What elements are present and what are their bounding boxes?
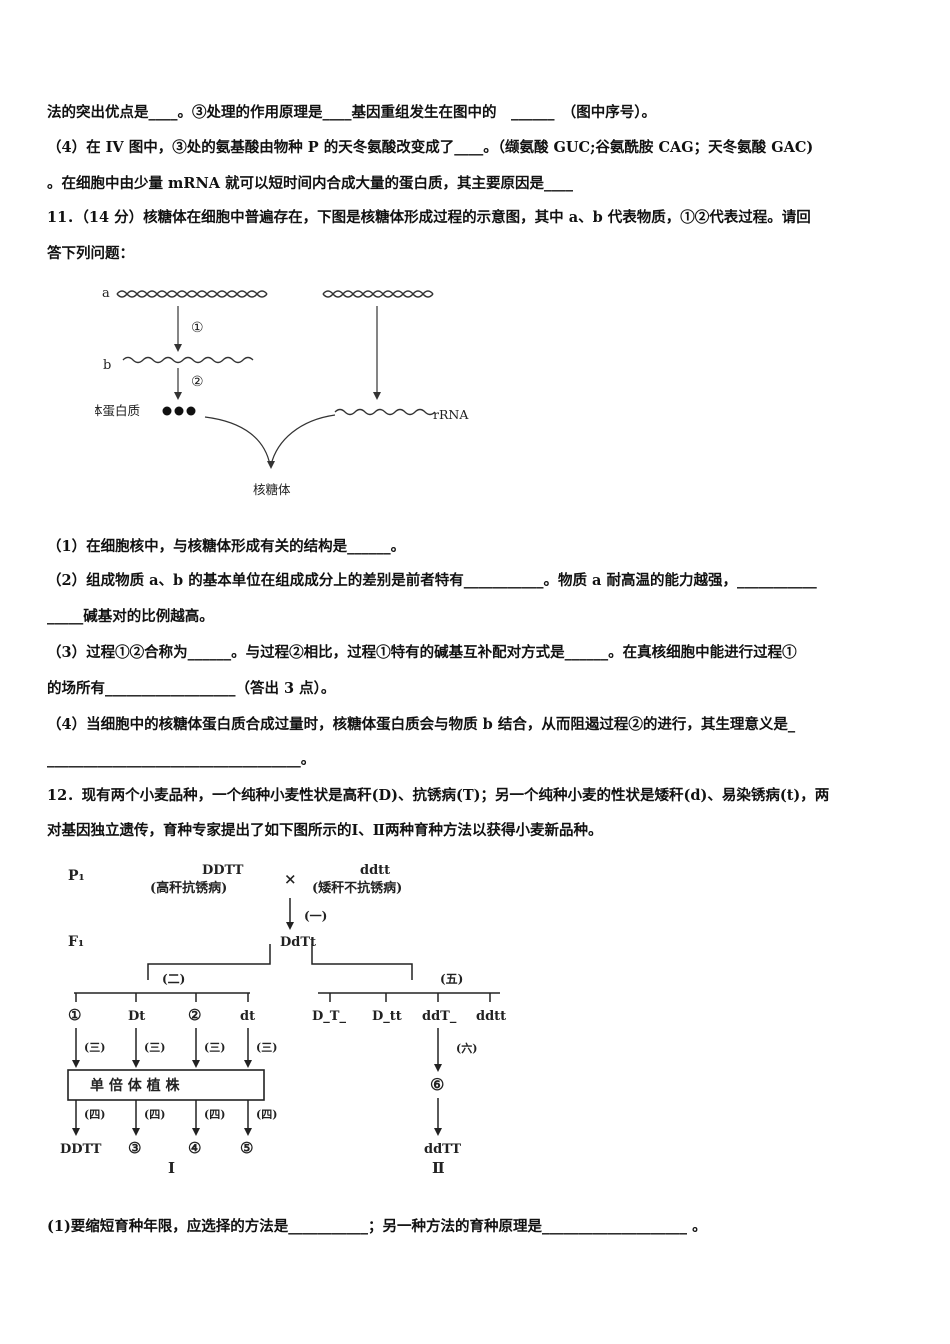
label-a: a: [102, 286, 110, 301]
step-5-label: (五): [440, 972, 463, 986]
gamete-dt: dt: [240, 1009, 255, 1024]
gamete-2: ②: [188, 1006, 201, 1024]
f2-D_tt: D_tt: [372, 1009, 402, 1024]
f2-ddT_: ddT_: [422, 1009, 457, 1024]
breeding-methods-diagram: P₁ DDTT (高秆抗锈病) × ddtt (矮秆不抗锈病) (一) F₁ D…: [60, 863, 506, 1177]
step-1-label: (一): [304, 909, 327, 923]
ribosomal-protein-label: 核糖体蛋白质: [95, 403, 140, 418]
circled-6: ⑥: [430, 1075, 444, 1094]
result-ddTT: ddTT: [424, 1142, 461, 1157]
f1-genotype: DdTt: [280, 935, 316, 950]
p1-label: P₁: [68, 868, 85, 884]
parent1-phenotype: (高秆抗锈病): [150, 880, 227, 896]
text-line-3: 。在细胞中由少量 mRNA 就可以短时间内合成大量的蛋白质，其主要原因是____: [47, 175, 573, 192]
result-5: ⑤: [240, 1139, 253, 1157]
haploid-box: [67, 1069, 265, 1101]
question-11-part-1: （1）在细胞核中，与核糖体形成有关的结构是______。: [47, 538, 406, 555]
step-4-label: (四): [84, 1108, 105, 1121]
step-4-label: (四): [144, 1108, 165, 1121]
protein-dot: [162, 406, 172, 416]
question-11-part-2-cont: _____碱基对的比例越高。: [47, 608, 214, 625]
result-4: ④: [188, 1139, 201, 1157]
question-11-part-3: （3）过程①②合称为______。与过程②相比，过程①特有的碱基互补配对方式是_…: [47, 644, 797, 661]
f2-D_T_: D_T_: [312, 1009, 346, 1024]
question-11-part-4-cont: ___________________________________。: [47, 751, 316, 768]
question-12-stem: 12．现有两个小麦品种，一个纯种小麦性状是高秆(D)、抗锈病(T)；另一个纯种小…: [47, 787, 830, 804]
protein-dot: [186, 406, 196, 416]
rrna-label: rRNA: [433, 407, 469, 422]
gamete-1: ①: [68, 1006, 81, 1024]
step-6-label: (六): [456, 1041, 477, 1055]
step-1-label: ①: [191, 320, 204, 336]
haploid-plant-label: 单 倍 体 植 株: [90, 1077, 180, 1094]
dna-helix-right: [322, 290, 434, 298]
text-line-1: 法的突出优点是____。③处理的作用原理是____基因重组发生在图中的 ____…: [47, 104, 656, 121]
cross-symbol: ×: [284, 870, 297, 888]
question-11-part-2: （2）组成物质 a、b 的基本单位在组成成分上的差别是前者特有_________…: [47, 572, 817, 589]
f2-ddtt: ddtt: [476, 1009, 506, 1024]
parent2-phenotype: (矮秆不抗锈病): [312, 880, 402, 896]
step-3-label: (三): [256, 1041, 277, 1054]
question-11-part-4: （4）当细胞中的核糖体蛋白质合成过量时，核糖体蛋白质会与物质 b 结合，从而阻遏…: [47, 716, 796, 733]
question-12-stem-cont: 对基因独立遗传，育种专家提出了如下图所示的Ⅰ、Ⅱ两种育种方法以获得小麦新品种。: [47, 822, 603, 839]
step-3-label: (三): [204, 1041, 225, 1054]
question-11-part-3-cont: 的场所有__________________（答出 3 点）。: [47, 680, 336, 697]
step-2-label: ②: [191, 374, 204, 390]
f1-label: F₁: [68, 934, 84, 950]
question-11-stem: 11．（14 分）核糖体在细胞中普遍存在，下图是核糖体形成过程的示意图，其中 a…: [47, 209, 811, 226]
result-DDTT: DDTT: [60, 1142, 102, 1157]
step-3-label: (三): [84, 1041, 105, 1054]
step-4-label: (四): [256, 1108, 277, 1121]
method-2-label: Ⅱ: [432, 1159, 445, 1177]
result-3: ③: [128, 1139, 141, 1157]
ribosome-formation-diagram: a ① b ② 核糖体蛋白质 rRNA 核糖体: [95, 286, 469, 497]
text-line-2: （4）在 IV 图中，③处的氨基酸由物种 P 的天冬氨酸改变成了____。（缬氨…: [47, 139, 814, 156]
protein-dot: [174, 406, 184, 416]
parent1-genotype: DDTT: [202, 863, 244, 878]
gamete-Dt: Dt: [128, 1009, 145, 1024]
method-1-label: Ⅰ: [168, 1159, 175, 1177]
step-3-label: (三): [144, 1041, 165, 1054]
label-b: b: [103, 358, 111, 373]
question-11-stem-cont: 答下列问题：: [47, 245, 134, 262]
dna-helix-left: [116, 290, 268, 298]
parent2-genotype: ddtt: [360, 863, 390, 878]
question-12-part-1: (1)要缩短育种年限，应选择的方法是___________；另一种方法的育种原理…: [47, 1218, 707, 1235]
step-2-label: (二): [162, 972, 185, 986]
rrna-strand: [334, 408, 436, 416]
ribosome-label: 核糖体: [253, 482, 291, 497]
step-4-label: (四): [204, 1108, 225, 1121]
mrna-strand: [122, 356, 254, 364]
